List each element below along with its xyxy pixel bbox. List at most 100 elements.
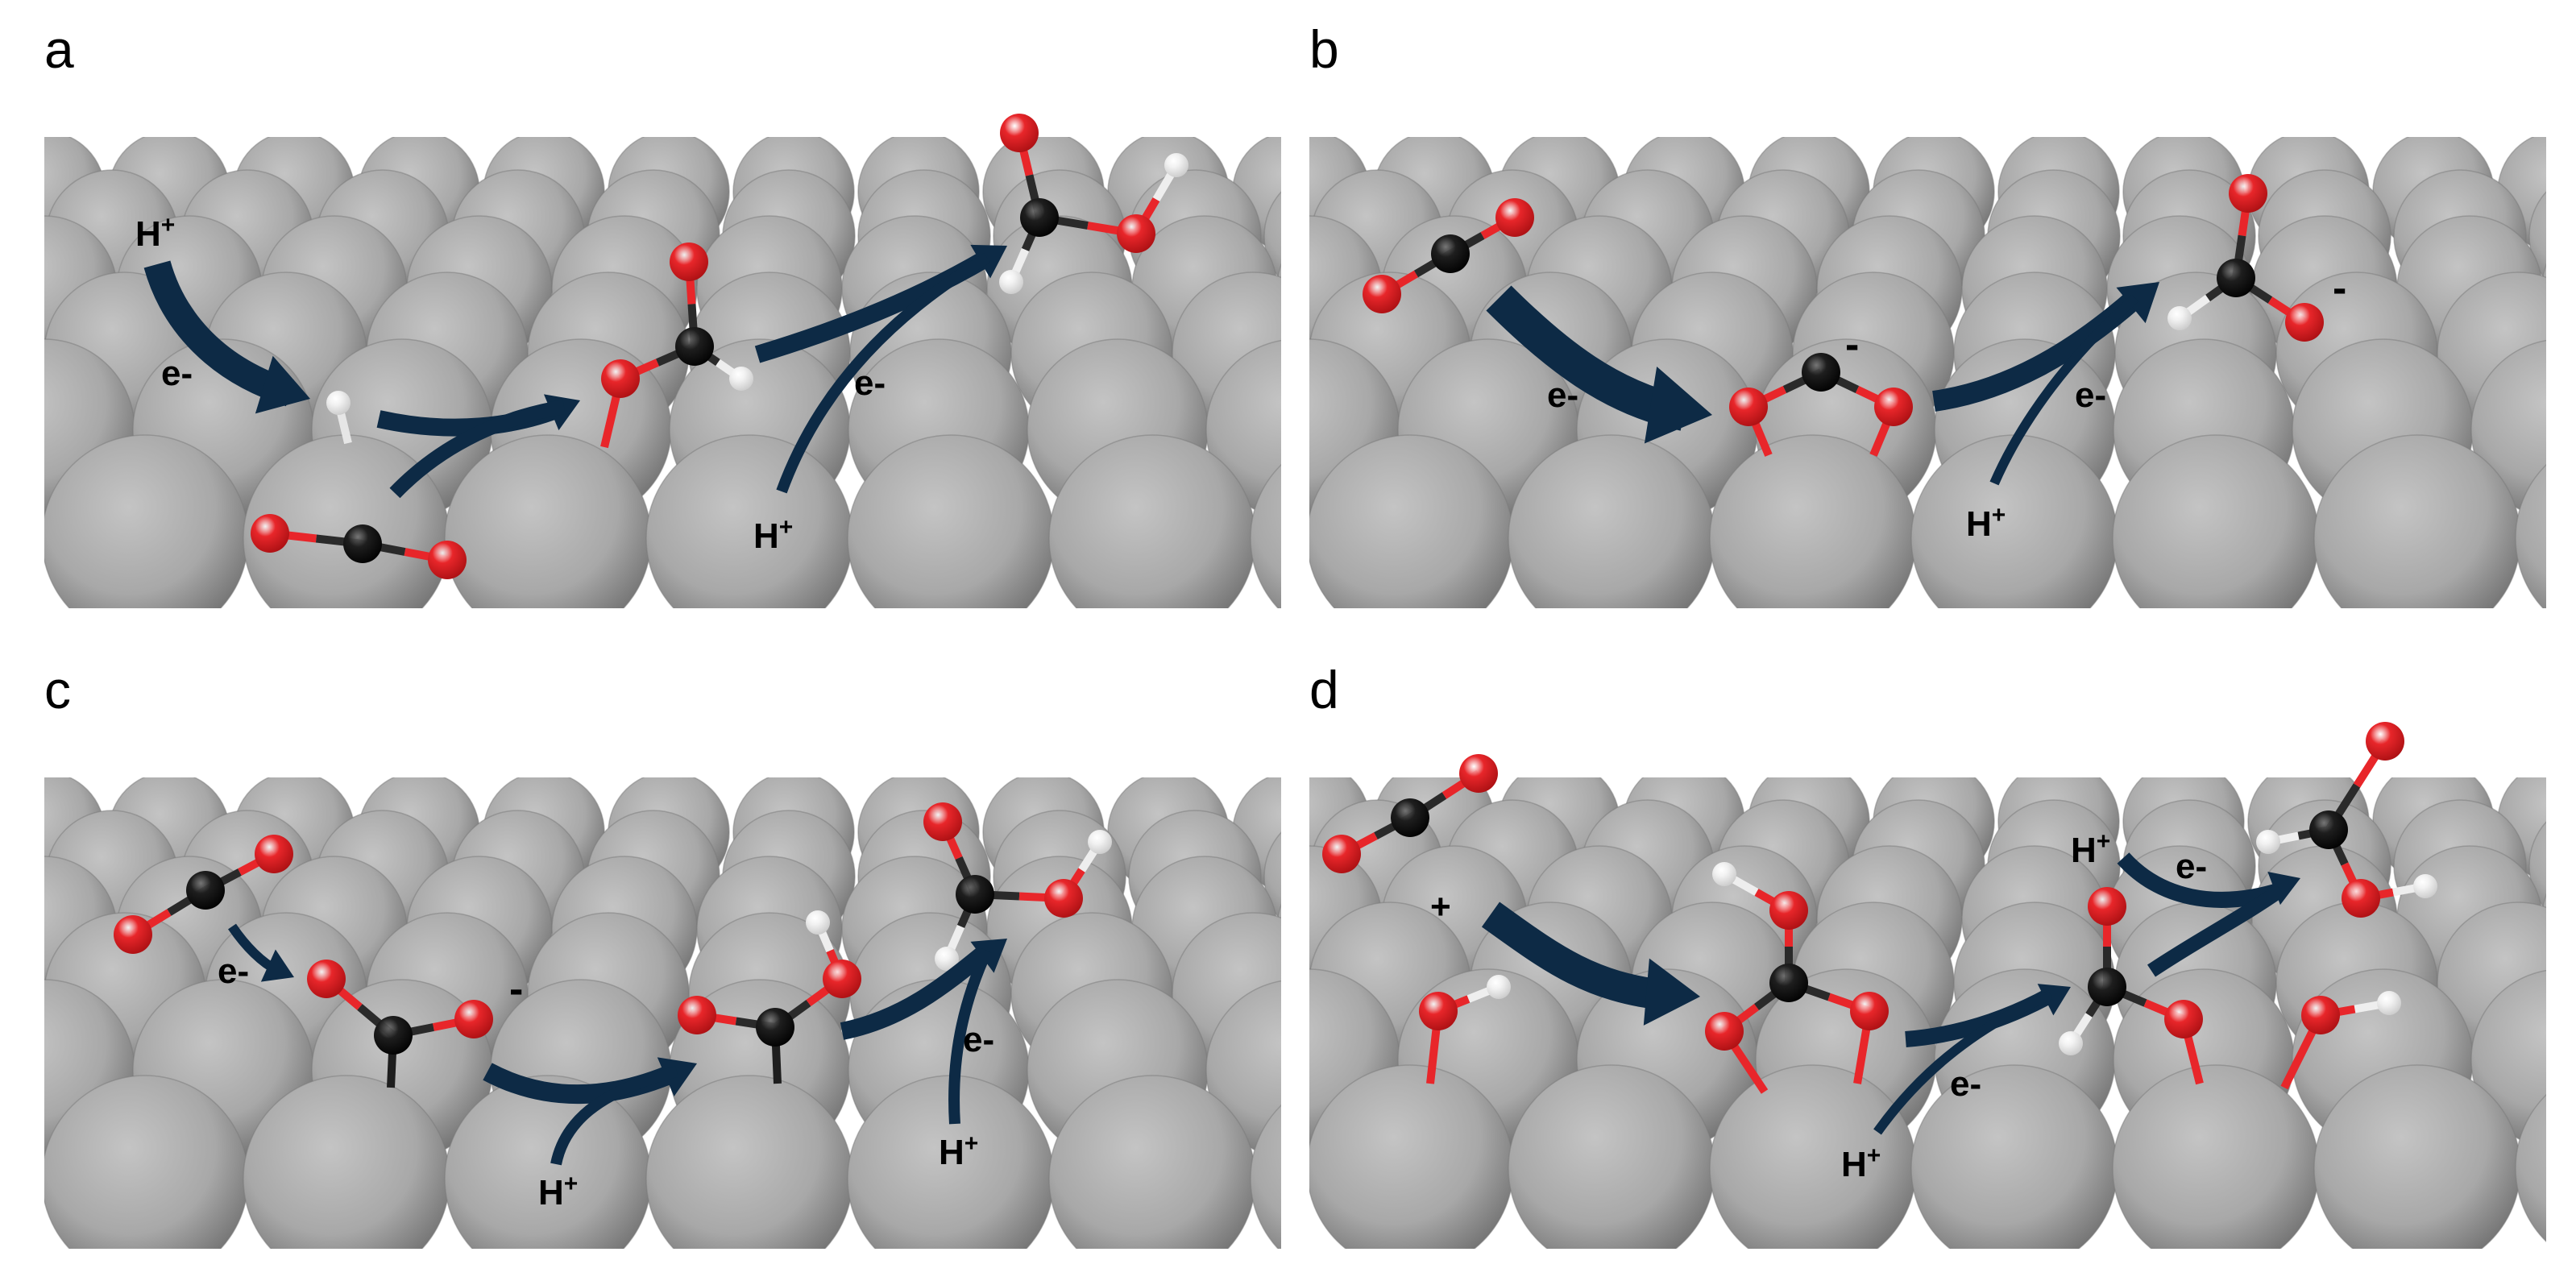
carbon-atom: [2217, 259, 2255, 297]
carbon-atom: [343, 524, 382, 563]
cooh-c-bound-anion-molecule: [307, 960, 493, 1088]
cooh-intermediate-molecule: [678, 910, 861, 1084]
oxygen-atom: [823, 960, 861, 998]
adsorbed-oh-left-molecule: [1419, 975, 1511, 1084]
oxygen-atom: [601, 359, 640, 398]
carbon-atom: [756, 1008, 794, 1047]
hcoo-intermediate-molecule: [2059, 887, 2204, 1085]
formic-acid-molecule: [2256, 722, 2437, 918]
co2-molecule: [114, 835, 293, 954]
oxygen-atom: [923, 802, 962, 841]
species-label: e-: [854, 363, 886, 403]
oxygen-atom: [2301, 996, 2340, 1034]
hydrogen-atom: [999, 270, 1023, 294]
hydrogen-atom: [1712, 862, 1736, 886]
oxygen-atom: [1495, 198, 1534, 237]
reaction-arrow: [389, 400, 566, 499]
adsorbed-oh-right-molecule: [2280, 991, 2401, 1090]
panel-diagram: e-e-H+--: [1309, 137, 2546, 608]
panel-d: +H+e-e-H+d: [1289, 640, 2576, 1282]
panel-diagram: +H+e-e-H+: [1309, 722, 2546, 1249]
oxygen-atom: [1874, 388, 1913, 426]
species-label: e-: [2176, 847, 2207, 886]
carbon-atom: [186, 871, 225, 910]
oxygen-atom: [114, 915, 152, 954]
reaction-arrow: [776, 252, 990, 494]
oxygen-atom: [2164, 1000, 2203, 1038]
hydrogen-atom: [935, 947, 959, 971]
oxygen-atom: [1729, 388, 1768, 426]
oxygen-atom: [2088, 887, 2126, 926]
hydrogen-atom: [2059, 1031, 2083, 1055]
carbon-atom: [1020, 198, 1059, 237]
reaction-arrow: [948, 948, 993, 1125]
oxygen-atom: [1322, 835, 1361, 873]
hydrogen-atom: [326, 391, 351, 415]
oxygen-atom: [1117, 214, 1155, 253]
reaction-arrow: [228, 923, 294, 982]
panel-label: c: [44, 660, 71, 719]
adsorbed-h-molecule: [326, 391, 352, 445]
carbon-atom: [1802, 353, 1840, 392]
panel-diagram: e-H+e-H+-: [44, 777, 1281, 1249]
panel-b: e-e-H+-- b: [1289, 0, 2576, 641]
carbon-atom: [675, 327, 714, 366]
reaction-arrow: [1989, 294, 2138, 486]
reaction-arrow: [1481, 902, 1700, 1026]
hydrogen-atom: [2413, 874, 2437, 898]
hydrogen-atom: [2167, 306, 2192, 330]
metal-surface: [1309, 777, 2546, 1249]
species-label: H+: [939, 1130, 978, 1172]
charge-label: -: [509, 966, 523, 1013]
carbon-atom: [1769, 964, 1808, 1002]
oxygen-atom: [454, 1000, 493, 1038]
oxygen-atom: [2229, 174, 2267, 213]
oxygen-atom: [2366, 722, 2404, 761]
oxygen-atom: [307, 960, 346, 998]
reaction-arrow: [1486, 285, 1712, 444]
oxygen-atom: [1419, 992, 1458, 1030]
species-label: e-: [1547, 375, 1578, 415]
panel-label: b: [1309, 19, 1339, 79]
panel-diagram: H+e-e-H+: [44, 114, 1281, 608]
formate-molecule: [2167, 174, 2324, 342]
oxygen-atom: [1850, 992, 1889, 1030]
species-label: +: [1430, 887, 1451, 926]
carbon-atom: [1431, 234, 1470, 273]
species-label: e-: [2075, 375, 2106, 415]
hydrogen-atom: [1164, 153, 1188, 177]
oxygen-atom: [1459, 754, 1498, 793]
oxygen-atom: [2342, 879, 2380, 918]
oxygen-atom: [1705, 1012, 1744, 1051]
oxygen-atom: [1000, 114, 1039, 152]
species-label: e-: [963, 1020, 994, 1059]
oxygen-atom: [428, 541, 467, 579]
carbon-atom: [1391, 798, 1429, 837]
species-label: e-: [161, 354, 193, 393]
reaction-arrow: [550, 1066, 678, 1166]
panel-c: e-H+e-H+-c: [0, 640, 1289, 1282]
hydrogen-atom: [806, 910, 830, 935]
oxygen-atom: [2285, 303, 2324, 342]
co2-anion-molecule: [1729, 353, 1913, 457]
hydrogen-atom: [2256, 830, 2280, 854]
co2-molecule: [1322, 754, 1498, 873]
panel-a: H+e-e-H+ a: [0, 0, 1289, 641]
formic-acid-molecule: [923, 802, 1112, 971]
panel-label: a: [44, 19, 74, 79]
carbon-atom: [2309, 810, 2348, 849]
panel-label: d: [1309, 660, 1339, 719]
carbon-atom: [374, 1016, 413, 1055]
reaction-arrow: [1873, 990, 2053, 1135]
species-label: e-: [218, 951, 249, 991]
metal-surface: [44, 137, 1281, 608]
reaction-arrow: [2147, 884, 2285, 977]
oxygen-atom: [1769, 891, 1808, 930]
oxygen-atom: [251, 514, 289, 553]
species-label: e-: [1950, 1064, 1981, 1104]
carbon-atom: [2088, 968, 2126, 1006]
bicarbonate-like-molecule: [1705, 862, 1889, 1094]
co2-molecule: [251, 514, 467, 579]
oxygen-atom: [1363, 275, 1401, 313]
ocho-intermediate-molecule: [600, 242, 753, 449]
